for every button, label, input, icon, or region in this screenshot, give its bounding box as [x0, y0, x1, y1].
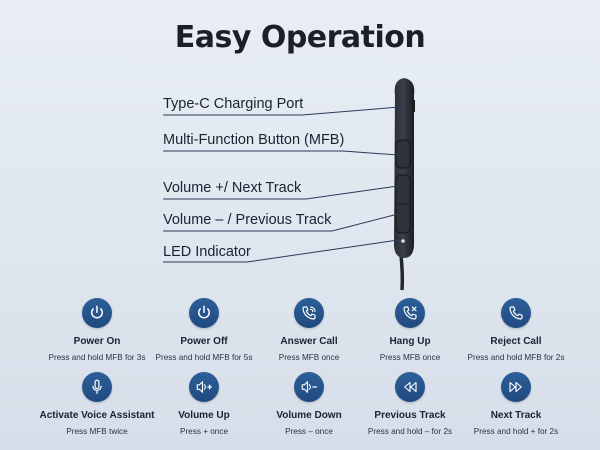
operation-name: Volume Up: [178, 410, 230, 421]
operation-desc: Press and hold MFB for 3s: [48, 353, 146, 362]
operation-next-track: Next Track Press and hold + for 2s: [451, 372, 581, 436]
operation-name: Answer Call: [280, 336, 338, 347]
operation-desc: Press and hold MFB for 2s: [467, 353, 565, 362]
callout-labels: Type-C Charging Port Multi-Function Butt…: [163, 96, 345, 260]
rewind-icon: [395, 372, 425, 402]
operation-answer-call: Answer Call Press MFB once: [244, 298, 374, 362]
power-icon: [189, 298, 219, 328]
operation-desc: Press MFB twice: [66, 427, 128, 436]
earphone-remote-illustration: [163, 78, 415, 291]
operation-desc: Press + once: [179, 427, 228, 436]
callout-mfb: Multi-Function Button (MFB): [163, 132, 345, 148]
operation-name: Previous Track: [374, 410, 446, 421]
power-icon: [82, 298, 112, 328]
operation-name: Volume Down: [276, 410, 342, 421]
operation-name: Reject Call: [490, 336, 542, 347]
callout-led-indicator: LED Indicator: [163, 244, 251, 260]
operation-name: Power Off: [180, 336, 228, 347]
callout-volume-down-previous: Volume – / Previous Track: [163, 212, 332, 228]
phone-ringing-icon: [294, 298, 324, 328]
operation-desc: Press and hold – for 2s: [367, 427, 453, 436]
operation-desc: Press and hold + for 2s: [473, 427, 559, 436]
operation-desc: Press – once: [285, 427, 333, 436]
operation-volume-up: Volume Up Press + once: [139, 372, 269, 436]
callout-type-c-port: Type-C Charging Port: [163, 96, 304, 112]
operation-hang-up: Hang Up Press MFB once: [345, 298, 475, 362]
operation-name: Hang Up: [389, 336, 431, 347]
phone-icon: [501, 298, 531, 328]
volume-up-icon: [189, 372, 219, 402]
page-title: Easy Operation: [174, 20, 426, 55]
operation-desc: Press MFB once: [278, 353, 340, 362]
mfb-button-shape: [395, 139, 411, 169]
operation-power-off: Power Off Press and hold MFB for 5s: [139, 298, 269, 362]
operation-volume-down: Volume Down Press – once: [244, 372, 374, 436]
operation-desc: Press and hold MFB for 5s: [155, 353, 253, 362]
operation-previous-track: Previous Track Press and hold – for 2s: [345, 372, 475, 436]
operation-name: Power On: [73, 336, 121, 347]
callout-volume-up-next: Volume +/ Next Track: [163, 180, 302, 196]
operation-reject-call: Reject Call Press and hold MFB for 2s: [451, 298, 581, 362]
phone-x-icon: [395, 298, 425, 328]
volume-down-icon: [294, 372, 324, 402]
operation-voice-assistant: Activate Voice Assistant Press MFB twice: [32, 372, 162, 436]
led-indicator-dot: [401, 239, 405, 243]
operation-power-on: Power On Press and hold MFB for 3s: [32, 298, 162, 362]
microphone-icon: [82, 372, 112, 402]
operation-name: Next Track: [490, 410, 542, 421]
fast-forward-icon: [501, 372, 531, 402]
operation-desc: Press MFB once: [379, 353, 441, 362]
operations-grid: Power On Press and hold MFB for 3s Power…: [0, 292, 600, 450]
operation-name: Activate Voice Assistant: [39, 410, 155, 421]
